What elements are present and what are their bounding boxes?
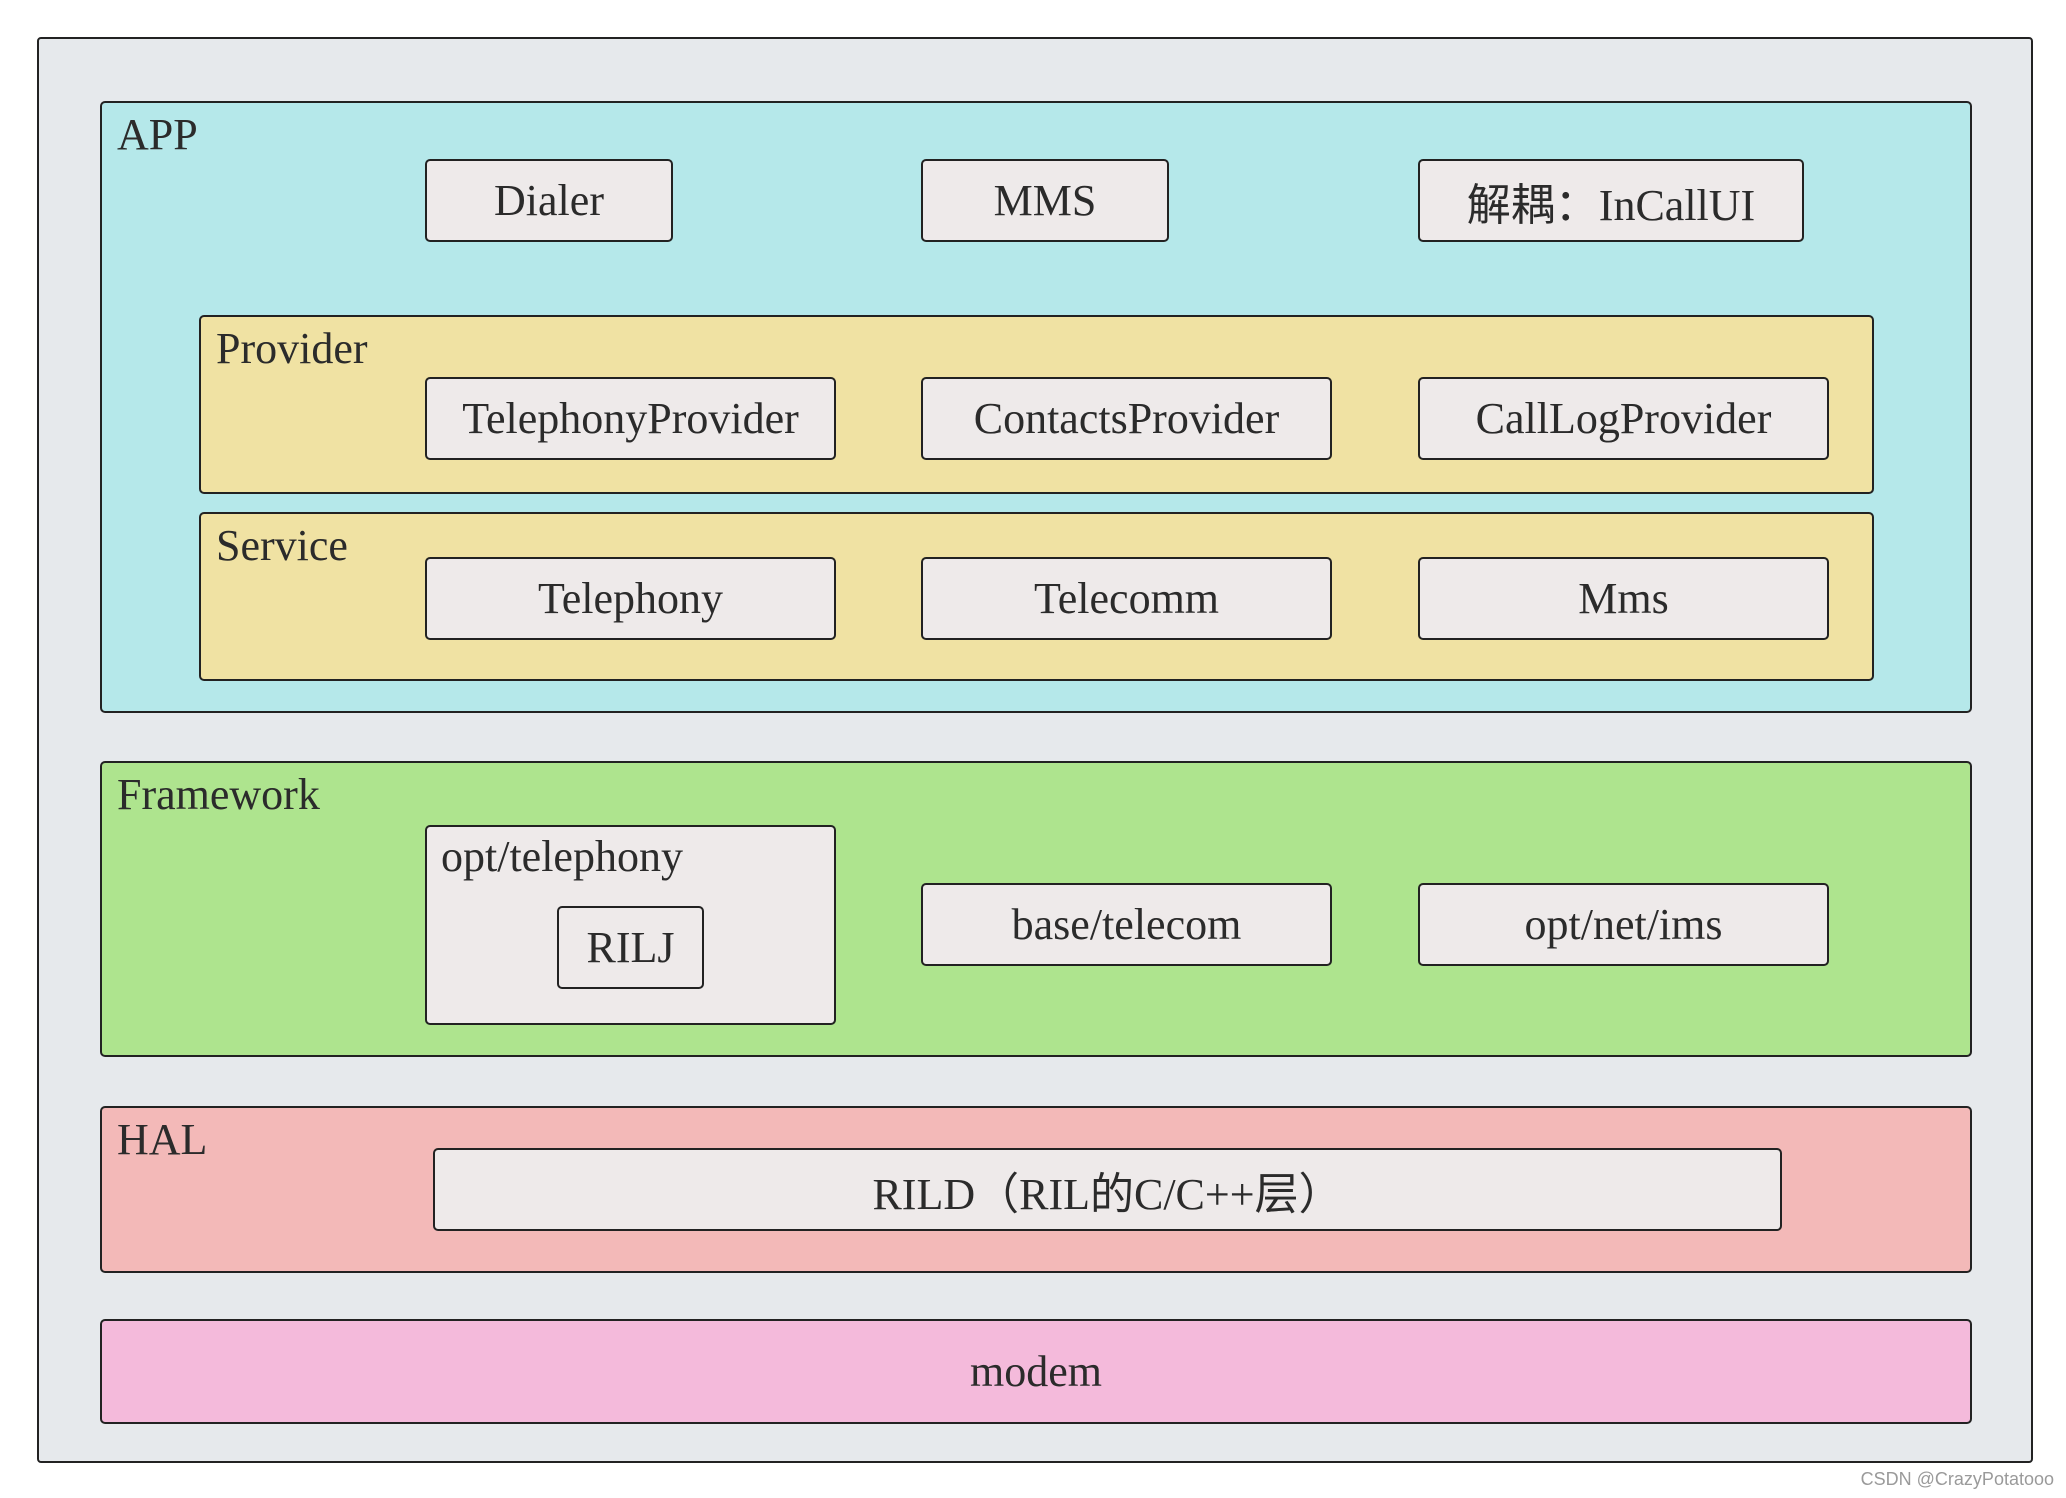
base-telecom-node: base/telecom	[921, 883, 1332, 966]
telephony-node: Telephony	[425, 557, 836, 640]
opt-telephony-node: opt/telephony	[425, 825, 836, 1025]
contacts-provider-node: ContactsProvider	[921, 377, 1332, 460]
rilj-node: RILJ	[557, 906, 704, 989]
hal-layer-label: HAL	[117, 1115, 208, 1164]
service-layer-label: Service	[216, 521, 348, 570]
opt-net-ims-node: opt/net/ims	[1418, 883, 1829, 966]
mms-node: MMS	[921, 159, 1169, 242]
dialer-node: Dialer	[425, 159, 673, 242]
provider-layer-label: Provider	[216, 324, 368, 373]
telecomm-node: Telecomm	[921, 557, 1332, 640]
rild-node: RILD（RIL的C/C++层）	[433, 1148, 1782, 1231]
watermark: CSDN @CrazyPotatooo	[1860, 1469, 2054, 1489]
app-layer-label: APP	[117, 110, 198, 159]
mms-service-node: Mms	[1418, 557, 1829, 640]
modem-layer: modem	[100, 1319, 1972, 1424]
incallui-node: 解耦：InCallUI	[1418, 159, 1804, 242]
opt-telephony-label: opt/telephony	[441, 832, 683, 881]
telephony-provider-node: TelephonyProvider	[425, 377, 836, 460]
calllog-provider-node: CallLogProvider	[1418, 377, 1829, 460]
framework-layer-label: Framework	[117, 770, 320, 819]
